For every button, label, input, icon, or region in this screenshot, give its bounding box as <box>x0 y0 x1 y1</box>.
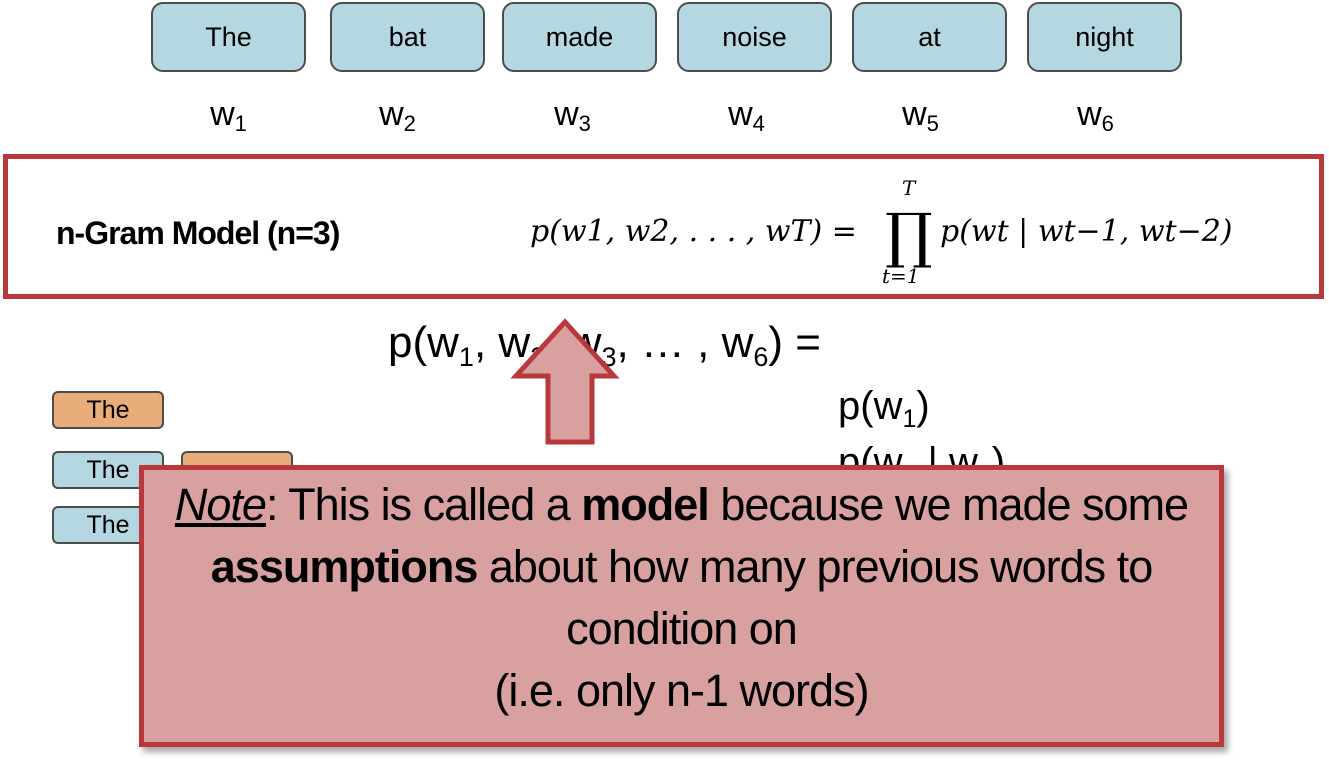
formula-prod-lower: t=1 <box>882 264 920 288</box>
token-2: bat <box>330 2 485 72</box>
word-label-6: w6 <box>1077 95 1114 136</box>
rhs-term-1: p(w1) <box>838 384 930 433</box>
formula-prod-upper: T <box>902 176 917 200</box>
token-3: made <box>502 2 657 72</box>
formula-rhs: p(wt | wt−1, wt−2) <box>940 214 1233 249</box>
note-lead: Note <box>174 479 267 530</box>
word-label-1: w1 <box>210 95 247 136</box>
up-arrow-icon <box>510 318 620 445</box>
chip-row2-the: The <box>52 451 164 489</box>
model-box: n-Gram Model (n=3) p(w1, w2, . . . , wT)… <box>3 154 1324 299</box>
note-callout: Note: This is called a model because we … <box>139 465 1224 747</box>
word-label-2: w2 <box>379 95 416 136</box>
token-1: The <box>151 2 306 72</box>
token-6: night <box>1027 2 1182 72</box>
chip-row1-the: The <box>52 391 164 429</box>
word-label-3: w3 <box>554 95 591 136</box>
token-5: at <box>852 2 1007 72</box>
word-label-4: w4 <box>728 95 765 136</box>
model-title: n-Gram Model (n=3) <box>56 215 340 251</box>
word-label-5: w5 <box>902 95 939 136</box>
product-symbol: ∏ <box>885 201 933 271</box>
formula-lhs: p(w1, w2, . . . , wT) = <box>530 214 857 249</box>
note-line4: (i.e. only n-1 words) <box>494 665 869 716</box>
token-4: noise <box>677 2 832 72</box>
ngram-formula: p(w1, w2, . . . , wT) = T ∏ t=1 p(wt | w… <box>530 176 1233 288</box>
